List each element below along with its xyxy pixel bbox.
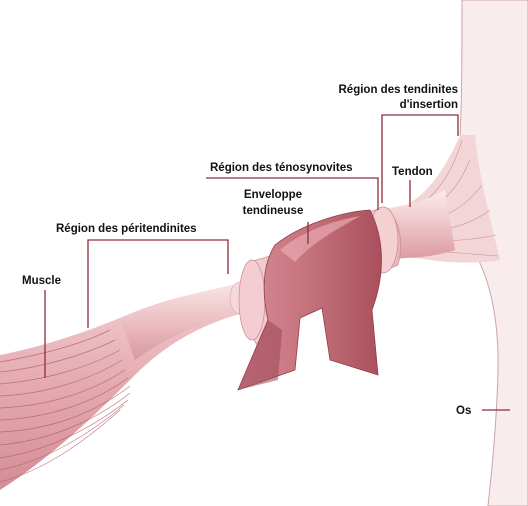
sheath-ring-left-face (239, 260, 265, 340)
label-peritendinites: Région des péritendinites (56, 223, 197, 235)
label-insertion-line1: Région des tendinites (339, 84, 459, 96)
label-envelope-line2: tendineuse (243, 205, 304, 217)
label-insertion-line2: d'insertion (400, 99, 458, 111)
label-tenosynovites: Région des ténosynovites (210, 162, 353, 174)
label-bone: Os (456, 405, 471, 417)
label-muscle: Muscle (22, 275, 61, 287)
label-tendon: Tendon (392, 166, 433, 178)
label-envelope-line1: Enveloppe (244, 189, 302, 201)
